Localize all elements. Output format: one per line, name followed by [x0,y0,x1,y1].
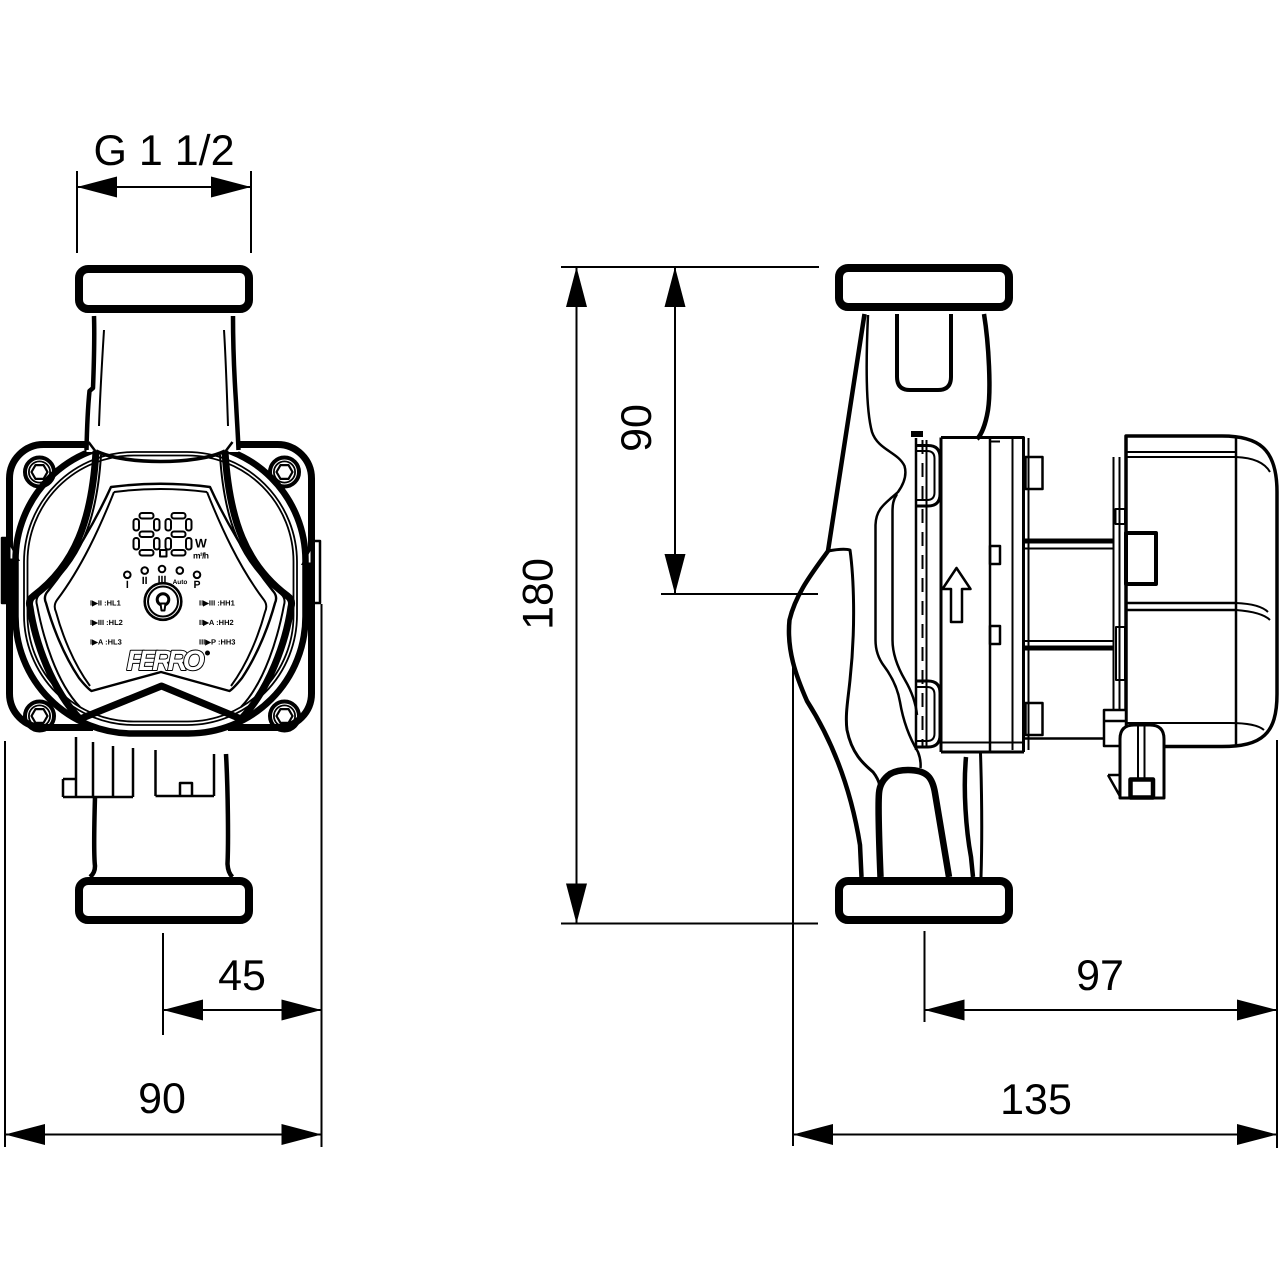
svg-text:II: II [142,575,148,587]
svg-text:I▶A :HL3: I▶A :HL3 [90,638,122,647]
svg-text:I▶II :HL1: I▶II :HL1 [90,599,121,608]
svg-text:180: 180 [515,558,563,630]
svg-text:135: 135 [1000,1076,1072,1124]
svg-text:G 1 1/2: G 1 1/2 [93,127,234,175]
svg-text:97: 97 [1076,952,1124,1000]
svg-text:m³/h: m³/h [193,551,209,561]
svg-text:FERRO: FERRO [127,645,205,676]
svg-text:45: 45 [218,952,266,1000]
svg-text:II▶A :HH2: II▶A :HH2 [199,618,234,627]
svg-text:II▶III :HH1: II▶III :HH1 [199,599,235,608]
svg-text:Auto: Auto [173,579,188,586]
svg-text:I▶III :HL2: I▶III :HL2 [90,618,123,627]
svg-text:III▶P :HH3: III▶P :HH3 [199,638,235,647]
svg-text:W: W [195,537,207,551]
svg-text:P: P [193,579,200,591]
svg-text:90: 90 [138,1075,186,1123]
svg-text:90: 90 [613,404,661,452]
svg-text:III: III [158,574,167,586]
svg-text:I: I [126,579,129,591]
